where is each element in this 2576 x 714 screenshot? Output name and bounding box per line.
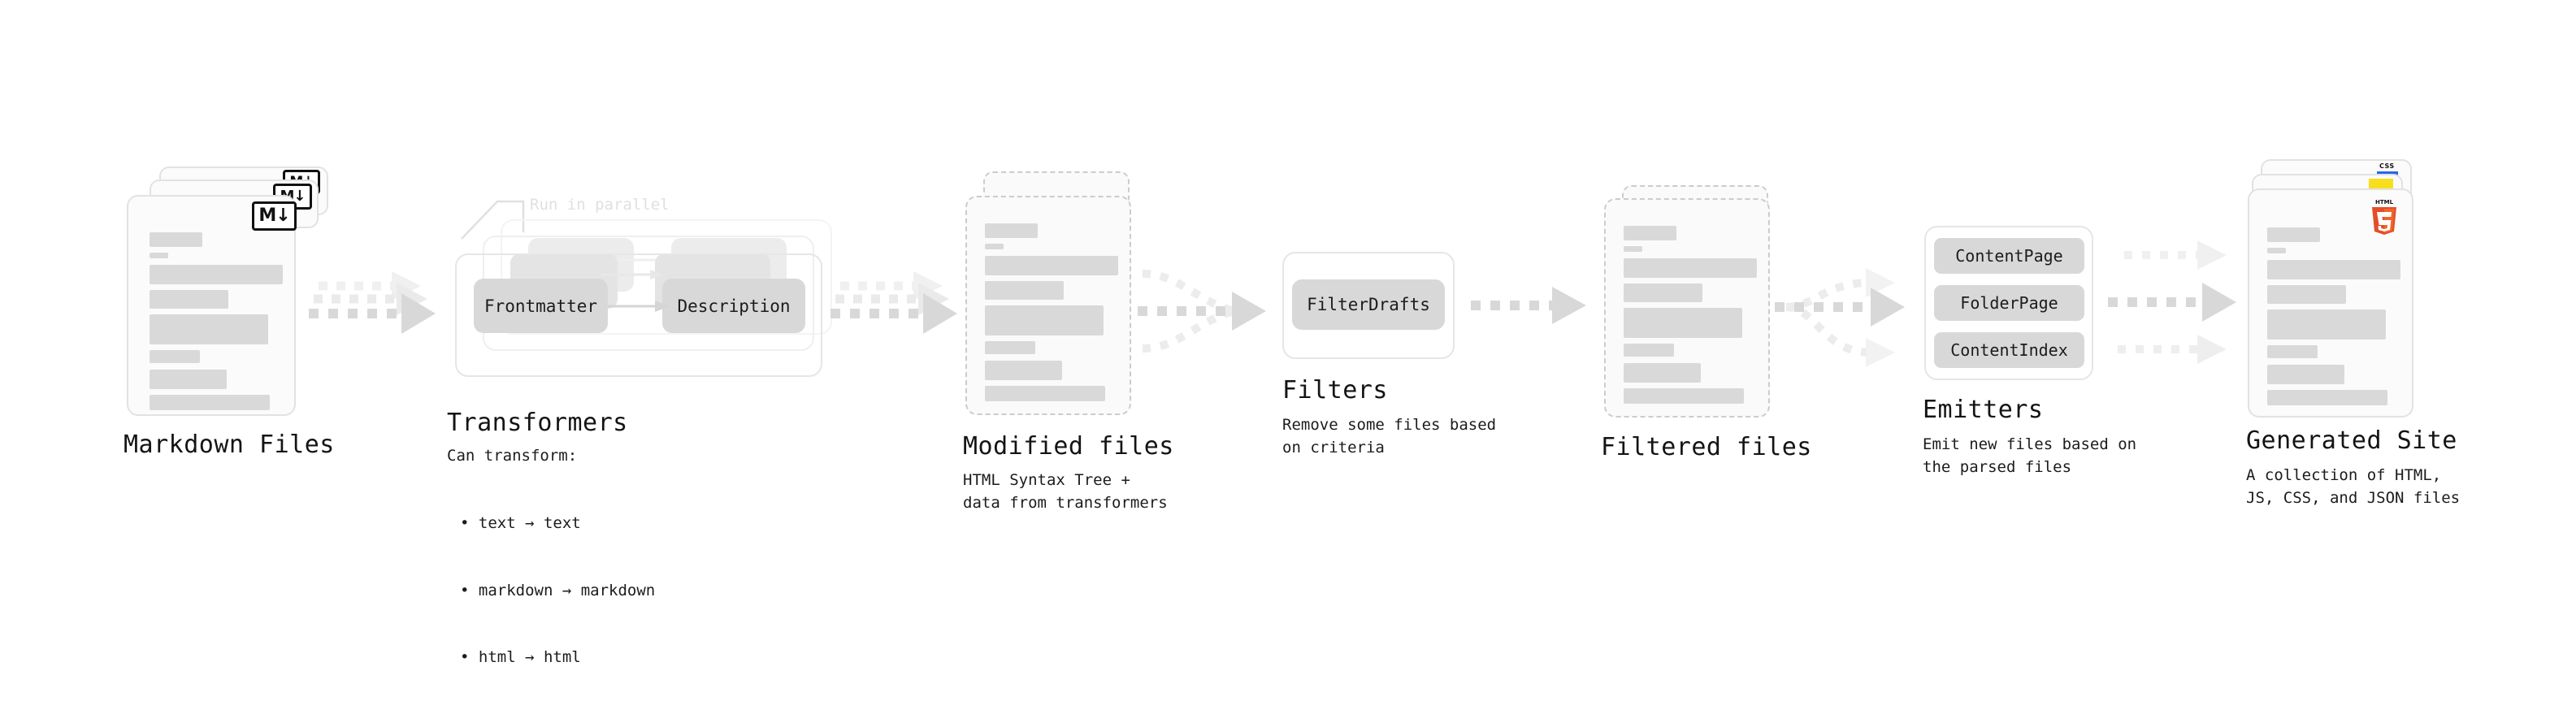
card-bar [2267,309,2386,340]
html5-badge-icon: HTML [2372,199,2396,235]
connector-modified-to-filters [1136,264,1290,361]
card-bar [1624,246,1642,252]
bullet-text: html → html [478,648,581,667]
transformers-bullet-item: • html → html [460,648,581,667]
bullet-text: text → text [478,514,581,533]
stage-title-modified-files: Modified files [963,432,1174,461]
filters-caption: Remove some files based on criteria [1282,416,1497,457]
markdown-badge-arrow: ↓ [293,188,306,205]
generated-site-caption: A collection of HTML, JS, CSS, and JSON … [2246,466,2461,507]
transformers-bullet-item: • markdown → markdown [460,581,656,599]
card-bar [985,305,1104,335]
stage-title-markdown-files: Markdown Files [124,431,335,459]
emitter-pill-contentindex[interactable]: ContentIndex [1934,332,2084,368]
arrow-svg [830,271,957,334]
card-bar [985,386,1105,401]
card-bar [985,223,1038,238]
card-bar [985,361,1062,380]
markdown-badge-letter: M [258,206,276,226]
card-bar [985,341,1035,354]
markdown-badge-arrow: ↓ [275,206,290,226]
arrow-svg [309,271,436,334]
bullet-text: markdown → markdown [478,581,656,599]
css3-badge-label: CSS [2379,162,2395,170]
card-bar [1624,344,1674,357]
card-bar [2267,345,2318,358]
card-bar [2267,390,2387,405]
css3-badge-icon [2377,171,2398,175]
stage-title-filters: Filters [1282,376,1388,405]
card-bar [1624,308,1742,338]
connector-filters-to-filtered [1469,286,1599,327]
transformers-bullet-list: • text → text • markdown → markdown • ht… [460,468,655,714]
card-bar [2267,285,2346,304]
card-bar [985,281,1064,300]
emitter-pill-contentpage[interactable]: ContentPage [1934,238,2084,274]
card-bar [150,370,227,389]
transformers-caption-lead: Can transform: [447,447,578,465]
card-bar [150,395,270,410]
arrow-svg [1138,270,1266,353]
card-bar [2267,227,2320,242]
markdown-badge-front: M↓ [252,201,297,231]
emitters-group-box [1924,226,2093,380]
site-card-front [2248,188,2413,418]
filtered-card-front [1604,198,1770,418]
transformers-bullet-item: • text → text [460,514,581,533]
card-bar [150,253,168,258]
card-bar [985,244,1004,249]
card-bar [2267,365,2344,384]
card-bar [1624,388,1744,404]
transformer-arrow-front [608,301,670,312]
card-bar [1624,258,1757,278]
run-in-parallel-leader [461,200,525,240]
filters-group-box [1282,252,1455,359]
arrow-svg [1471,287,1586,324]
card-bar [150,290,228,309]
transformer-group-ghost-2 [501,219,832,335]
stage-title-filtered-files: Filtered files [1601,433,1812,461]
card-bar [150,265,283,284]
connector-md-to-transformers [307,268,453,357]
transformer-pill-description[interactable]: Description [662,279,805,333]
modified-files-caption: HTML Syntax Tree + data from transformer… [963,471,1168,512]
pipeline-diagram: M↓ M↓ M↓ Markdown Files [124,159,2461,666]
connector-filtered-to-emitters [1775,244,1921,374]
filter-pill-filterdrafts[interactable]: FilterDrafts [1292,279,1445,330]
connector-emitters-to-site [2106,237,2261,367]
card-bar [2267,248,2286,253]
card-bar [150,314,268,344]
stage-title-transformers: Transformers [447,409,628,437]
arrow-svg [1775,268,1905,367]
markdown-card-front [127,195,296,416]
modified-card-front [965,196,1131,415]
run-in-parallel-label: Run in parallel [530,196,670,214]
card-bar [1624,363,1701,383]
transformer-arrow-ghost-1 [600,270,663,279]
transformer-group-front [455,253,822,377]
card-bar [150,350,200,363]
stage-title-emitters: Emitters [1923,396,2044,424]
emitter-pill-folderpage[interactable]: FolderPage [1934,285,2084,321]
transformer-pill-frontmatter[interactable]: Frontmatter [474,279,608,333]
emitters-caption: Emit new files based on the parsed files [1923,435,2137,476]
svg-text:HTML: HTML [2375,199,2394,206]
stage-title-generated-site: Generated Site [2246,426,2457,455]
card-bar [985,256,1118,275]
card-bar [1624,283,1702,302]
card-bar [2267,260,2400,279]
connector-transformers-to-modified [829,268,975,357]
card-bar [150,232,202,247]
arrow-svg [2108,240,2236,364]
card-bar [1624,226,1676,240]
